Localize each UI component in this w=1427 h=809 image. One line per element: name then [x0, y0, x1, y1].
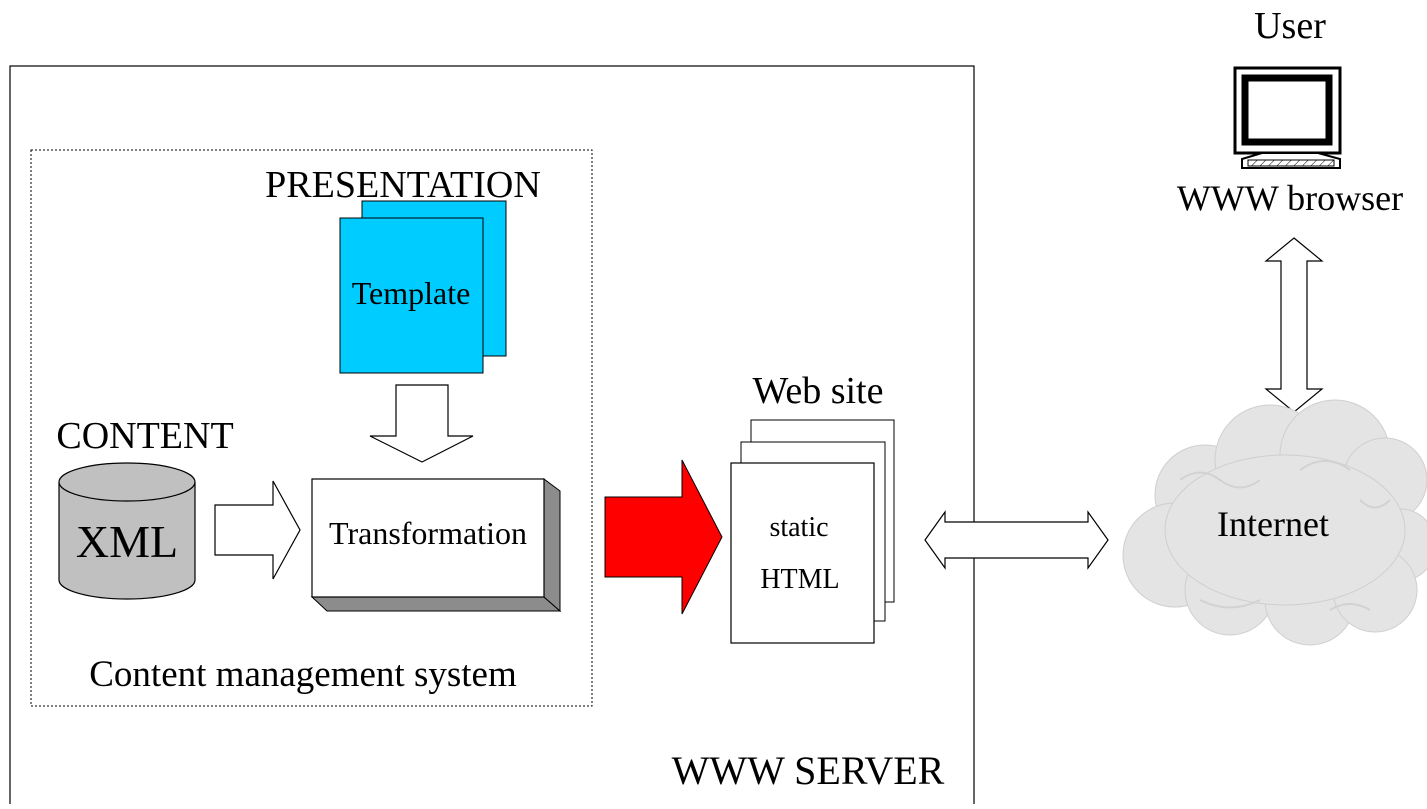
static-label: static	[769, 512, 828, 543]
web-site-label: Web site	[753, 370, 884, 412]
cms-box	[30, 149, 593, 707]
html-label: HTML	[760, 564, 839, 595]
xml-to-transformation-arrow	[214, 480, 301, 580]
web-site-pages: static HTML	[730, 419, 895, 644]
database-icon: XML	[58, 462, 196, 600]
www-server-label: WWW SERVER	[672, 748, 945, 793]
publish-arrow[interactable]	[604, 459, 723, 615]
content-label: CONTENT	[56, 415, 233, 457]
template-documents: Template	[339, 200, 507, 374]
presentation-label: PRESENTATION	[265, 164, 541, 206]
template-page-front	[339, 217, 484, 374]
transformation-label: Transformation	[329, 515, 527, 551]
template-to-transformation-arrow	[369, 384, 474, 463]
web-page-1	[730, 462, 875, 644]
template-label: Template	[352, 275, 471, 311]
cms-label: Content management system	[89, 654, 517, 695]
server-internet-arrow	[924, 510, 1109, 570]
computer-icon	[1233, 66, 1342, 169]
internet-label: Internet	[1217, 504, 1329, 544]
transformation-box: Transformation	[310, 478, 562, 613]
browser-internet-arrow	[1264, 237, 1324, 413]
xml-label: XML	[76, 516, 178, 567]
user-label: User	[1254, 5, 1326, 47]
cloud-icon	[1122, 399, 1427, 646]
browser-label: WWW browser	[1177, 178, 1403, 218]
cloud-texture	[1179, 460, 1391, 611]
